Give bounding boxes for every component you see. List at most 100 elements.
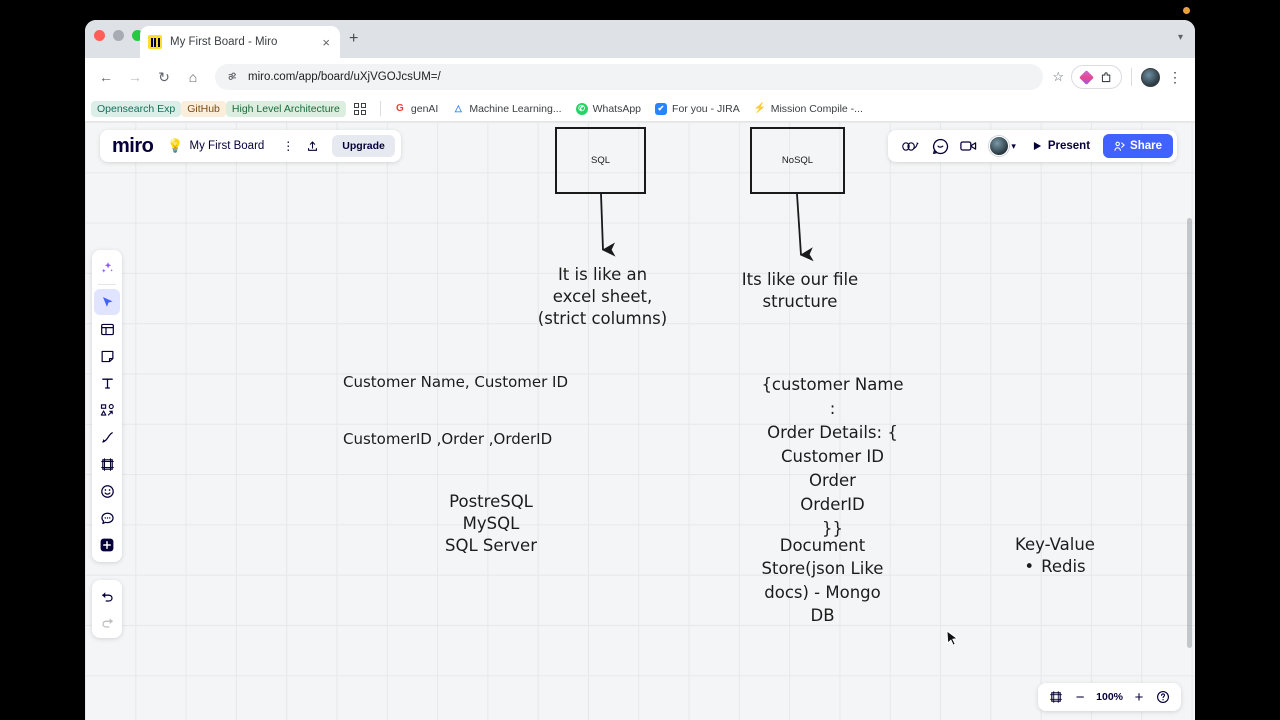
back-button[interactable]: ← <box>99 69 113 85</box>
present-button[interactable]: Present <box>1023 134 1100 158</box>
sql-node[interactable]: SQL <box>555 127 646 194</box>
more-apps-icon[interactable] <box>94 532 120 558</box>
bookmark-whatsapp[interactable]: ✆ WhatsApp <box>569 101 648 117</box>
sql-databases-list[interactable]: PostreSQL MySQL SQL Server <box>411 491 571 556</box>
forward-button[interactable]: → <box>128 69 142 85</box>
frame-icon[interactable] <box>94 451 120 477</box>
key-value-title: Key-Value <box>1015 535 1095 554</box>
sql-desc-line-1: It is like an <box>557 265 648 284</box>
bookmark-label: For you - JIRA <box>672 102 740 115</box>
nosql-node[interactable]: NoSQL <box>750 127 845 194</box>
maximize-window-button[interactable] <box>132 30 143 41</box>
nosql-desc-line-2: structure <box>762 291 838 311</box>
bookmark-mission-compile[interactable]: ⚡ Mission Compile -... <box>747 101 870 117</box>
sql-db-mysql: MySQL <box>462 513 520 533</box>
ai-sparkle-icon[interactable] <box>94 254 120 280</box>
text-icon[interactable] <box>94 370 120 396</box>
bookmark-label: GitHub <box>187 102 220 115</box>
collaborator-avatars[interactable]: ▾ <box>989 136 1016 156</box>
home-button[interactable]: ⌂ <box>188 69 198 85</box>
zoom-level-label[interactable]: 100% <box>1096 691 1123 703</box>
url-omnibox[interactable]: miro.com/app/board/uXjVGOJcsUM=/ <box>215 64 1044 90</box>
upgrade-button[interactable]: Upgrade <box>332 135 395 157</box>
bookmark-github[interactable]: GitHub <box>181 100 226 117</box>
miro-logo[interactable]: miro <box>112 135 154 157</box>
sql-description-text[interactable]: It is like an excel sheet, (strict colum… <box>510 264 695 329</box>
sql-desc-line-2: excel sheet, <box>552 286 653 306</box>
video-camera-icon[interactable] <box>956 133 982 159</box>
canvas-vertical-scrollbar[interactable] <box>1187 218 1192 648</box>
board-header-bar: miro 💡 My First Board ⋮ Upgrade <box>100 130 401 162</box>
bookmark-label: Mission Compile -... <box>770 102 863 115</box>
toolbar-divider <box>1131 68 1132 86</box>
comment-icon[interactable] <box>94 505 120 531</box>
browser-profile-avatar[interactable] <box>1141 67 1160 87</box>
bookmark-machine-learning[interactable]: △ Machine Learning... <box>445 101 568 117</box>
close-window-button[interactable] <box>94 30 105 41</box>
nosql-json-text[interactable]: {customer Name : Order Details: { Custom… <box>740 373 925 540</box>
browser-menu-icon[interactable]: ⋮ <box>1168 69 1182 85</box>
gemini-icon[interactable] <box>1079 69 1094 85</box>
zoom-in-button[interactable]: + <box>1134 688 1144 706</box>
zoom-out-button[interactable]: − <box>1075 688 1085 706</box>
key-value-block[interactable]: Key-Value • Redis <box>990 534 1120 578</box>
chevron-down-icon[interactable]: ▾ <box>1011 140 1016 151</box>
doc-store-line-4: DB <box>810 606 835 626</box>
undo-redo-toolbar <box>92 580 122 638</box>
close-tab-icon[interactable]: × <box>322 34 330 50</box>
tab-list-chevron-down-icon[interactable]: ▾ <box>1177 32 1183 43</box>
sql-desc-line-3: (strict columns) <box>537 308 668 328</box>
google-icon: G <box>393 102 406 115</box>
chat-smiley-icon[interactable] <box>927 133 953 159</box>
board-connector-arrows <box>600 193 814 262</box>
reload-button[interactable]: ↻ <box>158 68 170 85</box>
new-tab-button[interactable]: + <box>349 30 359 47</box>
extensions-puzzle-icon[interactable] <box>1100 71 1113 84</box>
sql-order-text[interactable]: CustomerID ,Order ,OrderID <box>343 430 553 448</box>
bookmark-high-level-architecture[interactable]: High Level Architecture <box>225 100 346 117</box>
site-settings-icon[interactable] <box>227 71 240 84</box>
sticker-icon[interactable] <box>94 478 120 504</box>
nosql-description-text[interactable]: Its like our file structure <box>715 269 885 313</box>
shapes-icon[interactable] <box>94 397 120 423</box>
board-title[interactable]: My First Board <box>189 140 265 152</box>
bookmark-label: High Level Architecture <box>231 102 340 115</box>
recording-indicator <box>1183 7 1190 14</box>
browser-address-bar: ← → ↻ ⌂ miro.com/app/board/uXjVGOJcsUM=/… <box>85 58 1195 96</box>
bookmark-label: Opensearch Exp <box>97 102 176 115</box>
toolbar-divider <box>98 284 116 285</box>
json-line-7: }} <box>822 518 843 538</box>
json-line-5: Order <box>809 470 856 490</box>
zoom-controls: − 100% + <box>1038 683 1181 711</box>
bookmark-genai[interactable]: G genAI <box>387 101 445 117</box>
undo-icon[interactable] <box>94 583 120 609</box>
json-line-6: OrderID <box>800 494 865 514</box>
minimize-window-button[interactable] <box>113 30 124 41</box>
templates-icon[interactable] <box>94 316 120 342</box>
share-people-icon <box>1114 141 1125 151</box>
sticky-note-icon[interactable] <box>94 343 120 369</box>
share-button[interactable]: Share <box>1103 134 1173 158</box>
bookmark-star-icon[interactable]: ☆ <box>1052 69 1064 84</box>
scribble-drawing-icon[interactable] <box>898 133 924 159</box>
browser-tab-strip: My First Board - Miro × + ▾ <box>85 20 1195 58</box>
redo-icon[interactable] <box>94 609 120 635</box>
board-menu-icon[interactable]: ⋮ <box>282 139 295 153</box>
board-header-right: ▾ Present Share <box>888 130 1177 162</box>
doc-store-line-2: Store(json Like <box>761 559 884 579</box>
browser-tab[interactable]: My First Board - Miro × <box>140 26 340 58</box>
bookmark-opensearch-exp[interactable]: Opensearch Exp <box>91 100 182 117</box>
help-icon[interactable] <box>1152 686 1174 708</box>
key-value-item-redis: Redis <box>1041 556 1086 576</box>
bullet-icon: • <box>1024 556 1035 576</box>
export-upload-icon[interactable] <box>300 134 324 158</box>
miro-board-canvas[interactable]: miro 💡 My First Board ⋮ Upgrade <box>85 122 1195 720</box>
document-store-text[interactable]: Document Store(json Like docs) - Mongo D… <box>735 534 910 628</box>
sql-columns-text[interactable]: Customer Name, Customer ID <box>343 373 569 391</box>
fit-to-screen-icon[interactable] <box>1045 686 1067 708</box>
apps-grid-icon[interactable] <box>353 102 366 115</box>
bookmark-jira[interactable]: ✔ For you - JIRA <box>648 101 747 117</box>
bolt-icon: ⚡ <box>753 102 766 115</box>
select-cursor-icon[interactable] <box>94 289 120 315</box>
pen-icon[interactable] <box>94 424 120 450</box>
